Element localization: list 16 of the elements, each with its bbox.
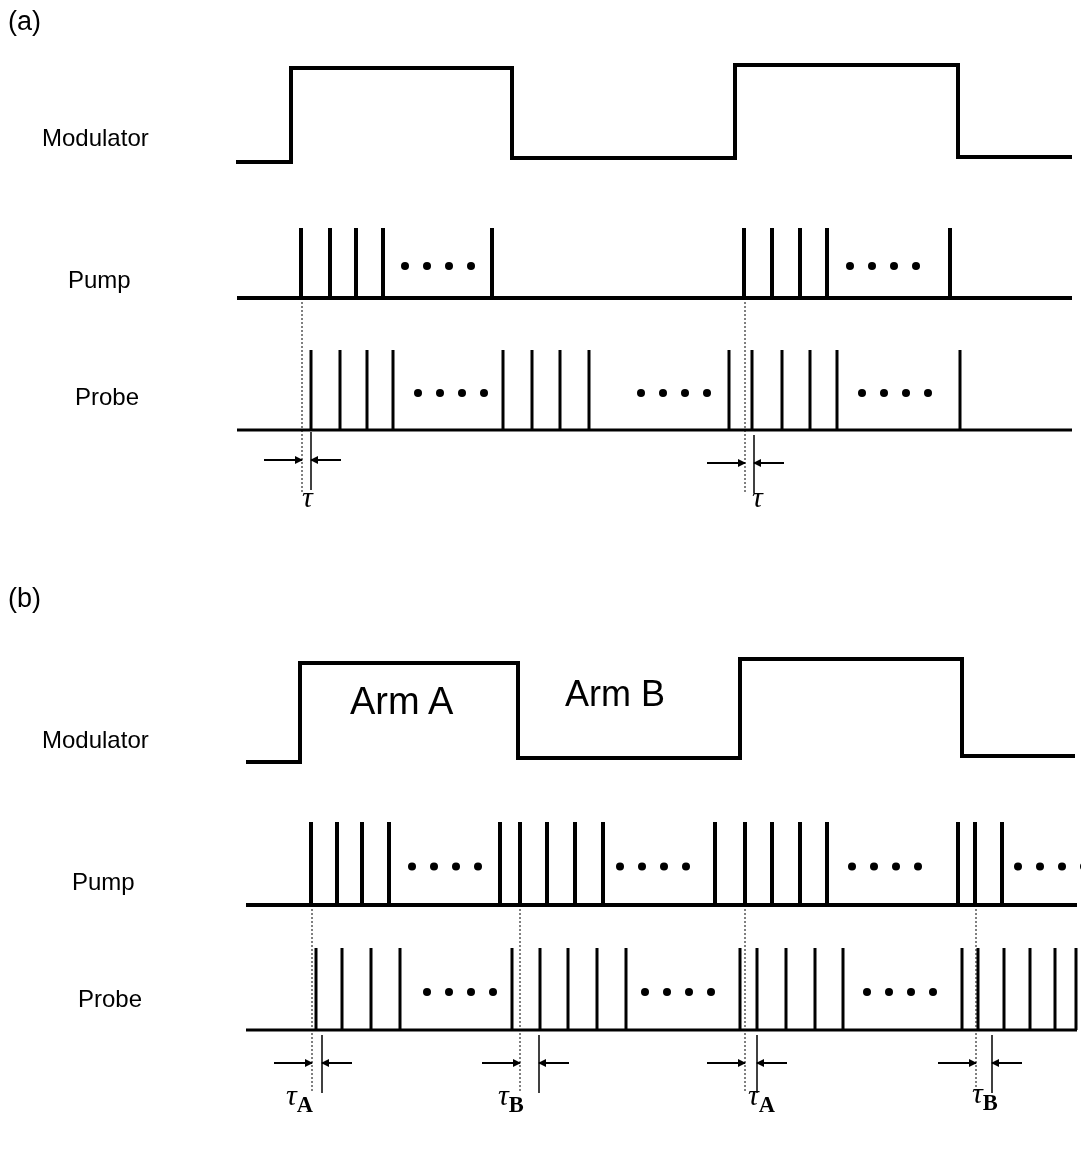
signal-name: Probe (75, 385, 140, 409)
signal-name: Pump (72, 870, 135, 894)
signal-name: Probe (78, 987, 143, 1011)
arm-label: Arm B (565, 676, 665, 712)
panel-label: (b) (8, 585, 41, 612)
delay-symbol: τ (302, 482, 313, 512)
delay-symbol: τ$_{A}$ (748, 1080, 775, 1117)
delay-symbol: τ$_{B}$ (498, 1080, 524, 1117)
panel-label: (a) (8, 8, 41, 35)
delay-symbol: τ (752, 482, 763, 512)
arm-label: Arm A (350, 682, 454, 720)
delay-symbol: τ$_{B}$ (972, 1078, 998, 1115)
signal-name: Modulator (42, 126, 149, 150)
delay-symbol: τ$_{A}$ (286, 1080, 313, 1117)
signal-name: Pump (68, 268, 131, 292)
signal-name: Modulator (42, 728, 149, 752)
